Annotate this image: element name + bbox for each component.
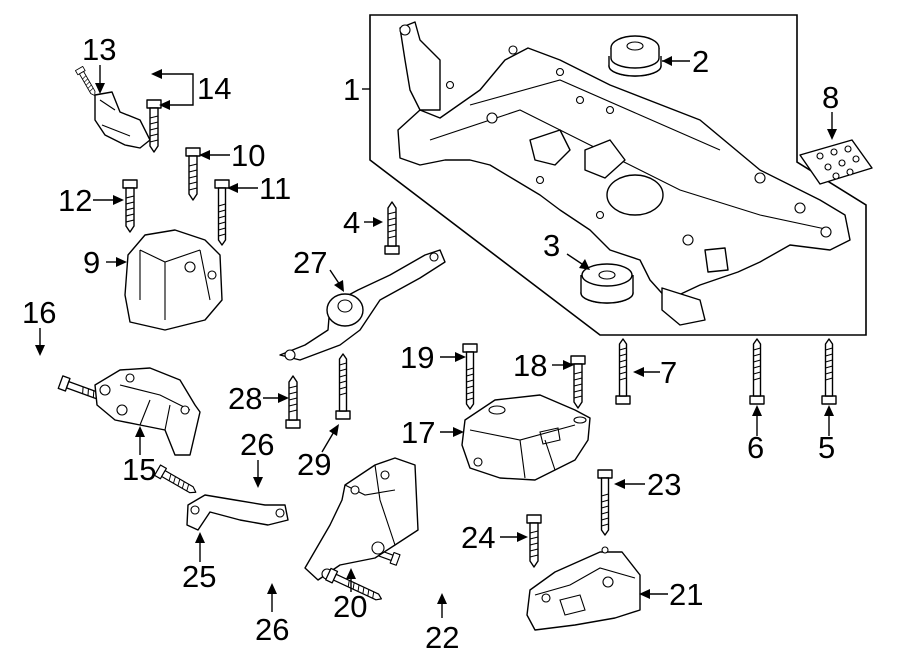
callout-26-lower: 26 (255, 612, 289, 647)
subframe-group-frame (369, 14, 867, 336)
reinforcement-plate (799, 139, 873, 185)
callout-10: 10 (231, 138, 265, 173)
bolt-19 (462, 343, 478, 410)
callout-3: 3 (543, 228, 560, 263)
engine-bracket (304, 457, 419, 581)
leader-lines (35, 56, 837, 618)
callout-12: 12 (58, 183, 92, 218)
callout-22: 22 (425, 620, 459, 655)
callout-11: 11 (259, 171, 291, 206)
bolt-12 (122, 179, 138, 233)
heat-shield-bracket (94, 91, 151, 149)
callout-6: 6 (747, 430, 764, 465)
engine-mount (124, 229, 223, 331)
support-strap (186, 494, 289, 531)
callout-9: 9 (83, 245, 100, 280)
callout-7: 7 (660, 355, 677, 390)
torque-rod (279, 249, 446, 361)
callout-13: 13 (82, 32, 116, 67)
callout-21: 21 (669, 577, 703, 612)
bolt-28 (285, 375, 301, 429)
callout-14: 14 (197, 71, 231, 106)
callout-17: 17 (401, 415, 435, 450)
callout-5: 5 (818, 430, 835, 465)
callout-8: 8 (822, 80, 839, 115)
bolt-11 (214, 179, 230, 246)
callout-16: 16 (22, 295, 56, 330)
bolt-14b (146, 99, 162, 153)
callout-20: 20 (333, 589, 367, 624)
bushing-lower (580, 263, 634, 304)
callout-15: 15 (122, 452, 156, 487)
mount-bracket (526, 546, 641, 631)
bolt-23 (597, 469, 613, 536)
transmission-bracket (94, 367, 201, 456)
bolt-10 (185, 147, 201, 201)
callout-28: 28 (228, 381, 262, 416)
callout-1: 1 (343, 72, 360, 107)
bolt-26a (153, 464, 200, 499)
bolt-29 (335, 353, 351, 420)
callout-25: 25 (182, 559, 216, 594)
callout-27: 27 (293, 245, 327, 280)
subframe-bolt-6 (749, 338, 765, 405)
callout-24: 24 (461, 520, 495, 555)
bushing-upper (608, 35, 662, 77)
callout-2: 2 (692, 44, 709, 79)
callout-29: 29 (297, 447, 331, 482)
subframe-bolt-7 (615, 338, 631, 405)
callout-23: 23 (647, 467, 681, 502)
callout-26-upper: 26 (240, 427, 274, 462)
bolt-24 (526, 514, 542, 568)
bolt-18 (570, 355, 586, 409)
transmission-mount (461, 394, 591, 481)
subframe-drawing (397, 21, 851, 326)
bolt-4 (384, 201, 400, 255)
bolt-14a (75, 66, 99, 99)
callout-18: 18 (513, 348, 547, 383)
subframe-bolt-5 (821, 338, 837, 405)
callout-4: 4 (343, 205, 360, 240)
callout-19: 19 (400, 340, 434, 375)
callout-labels: 1 2 3 4 5 6 7 8 9 10 11 12 13 14 16 15 2… (22, 32, 839, 655)
